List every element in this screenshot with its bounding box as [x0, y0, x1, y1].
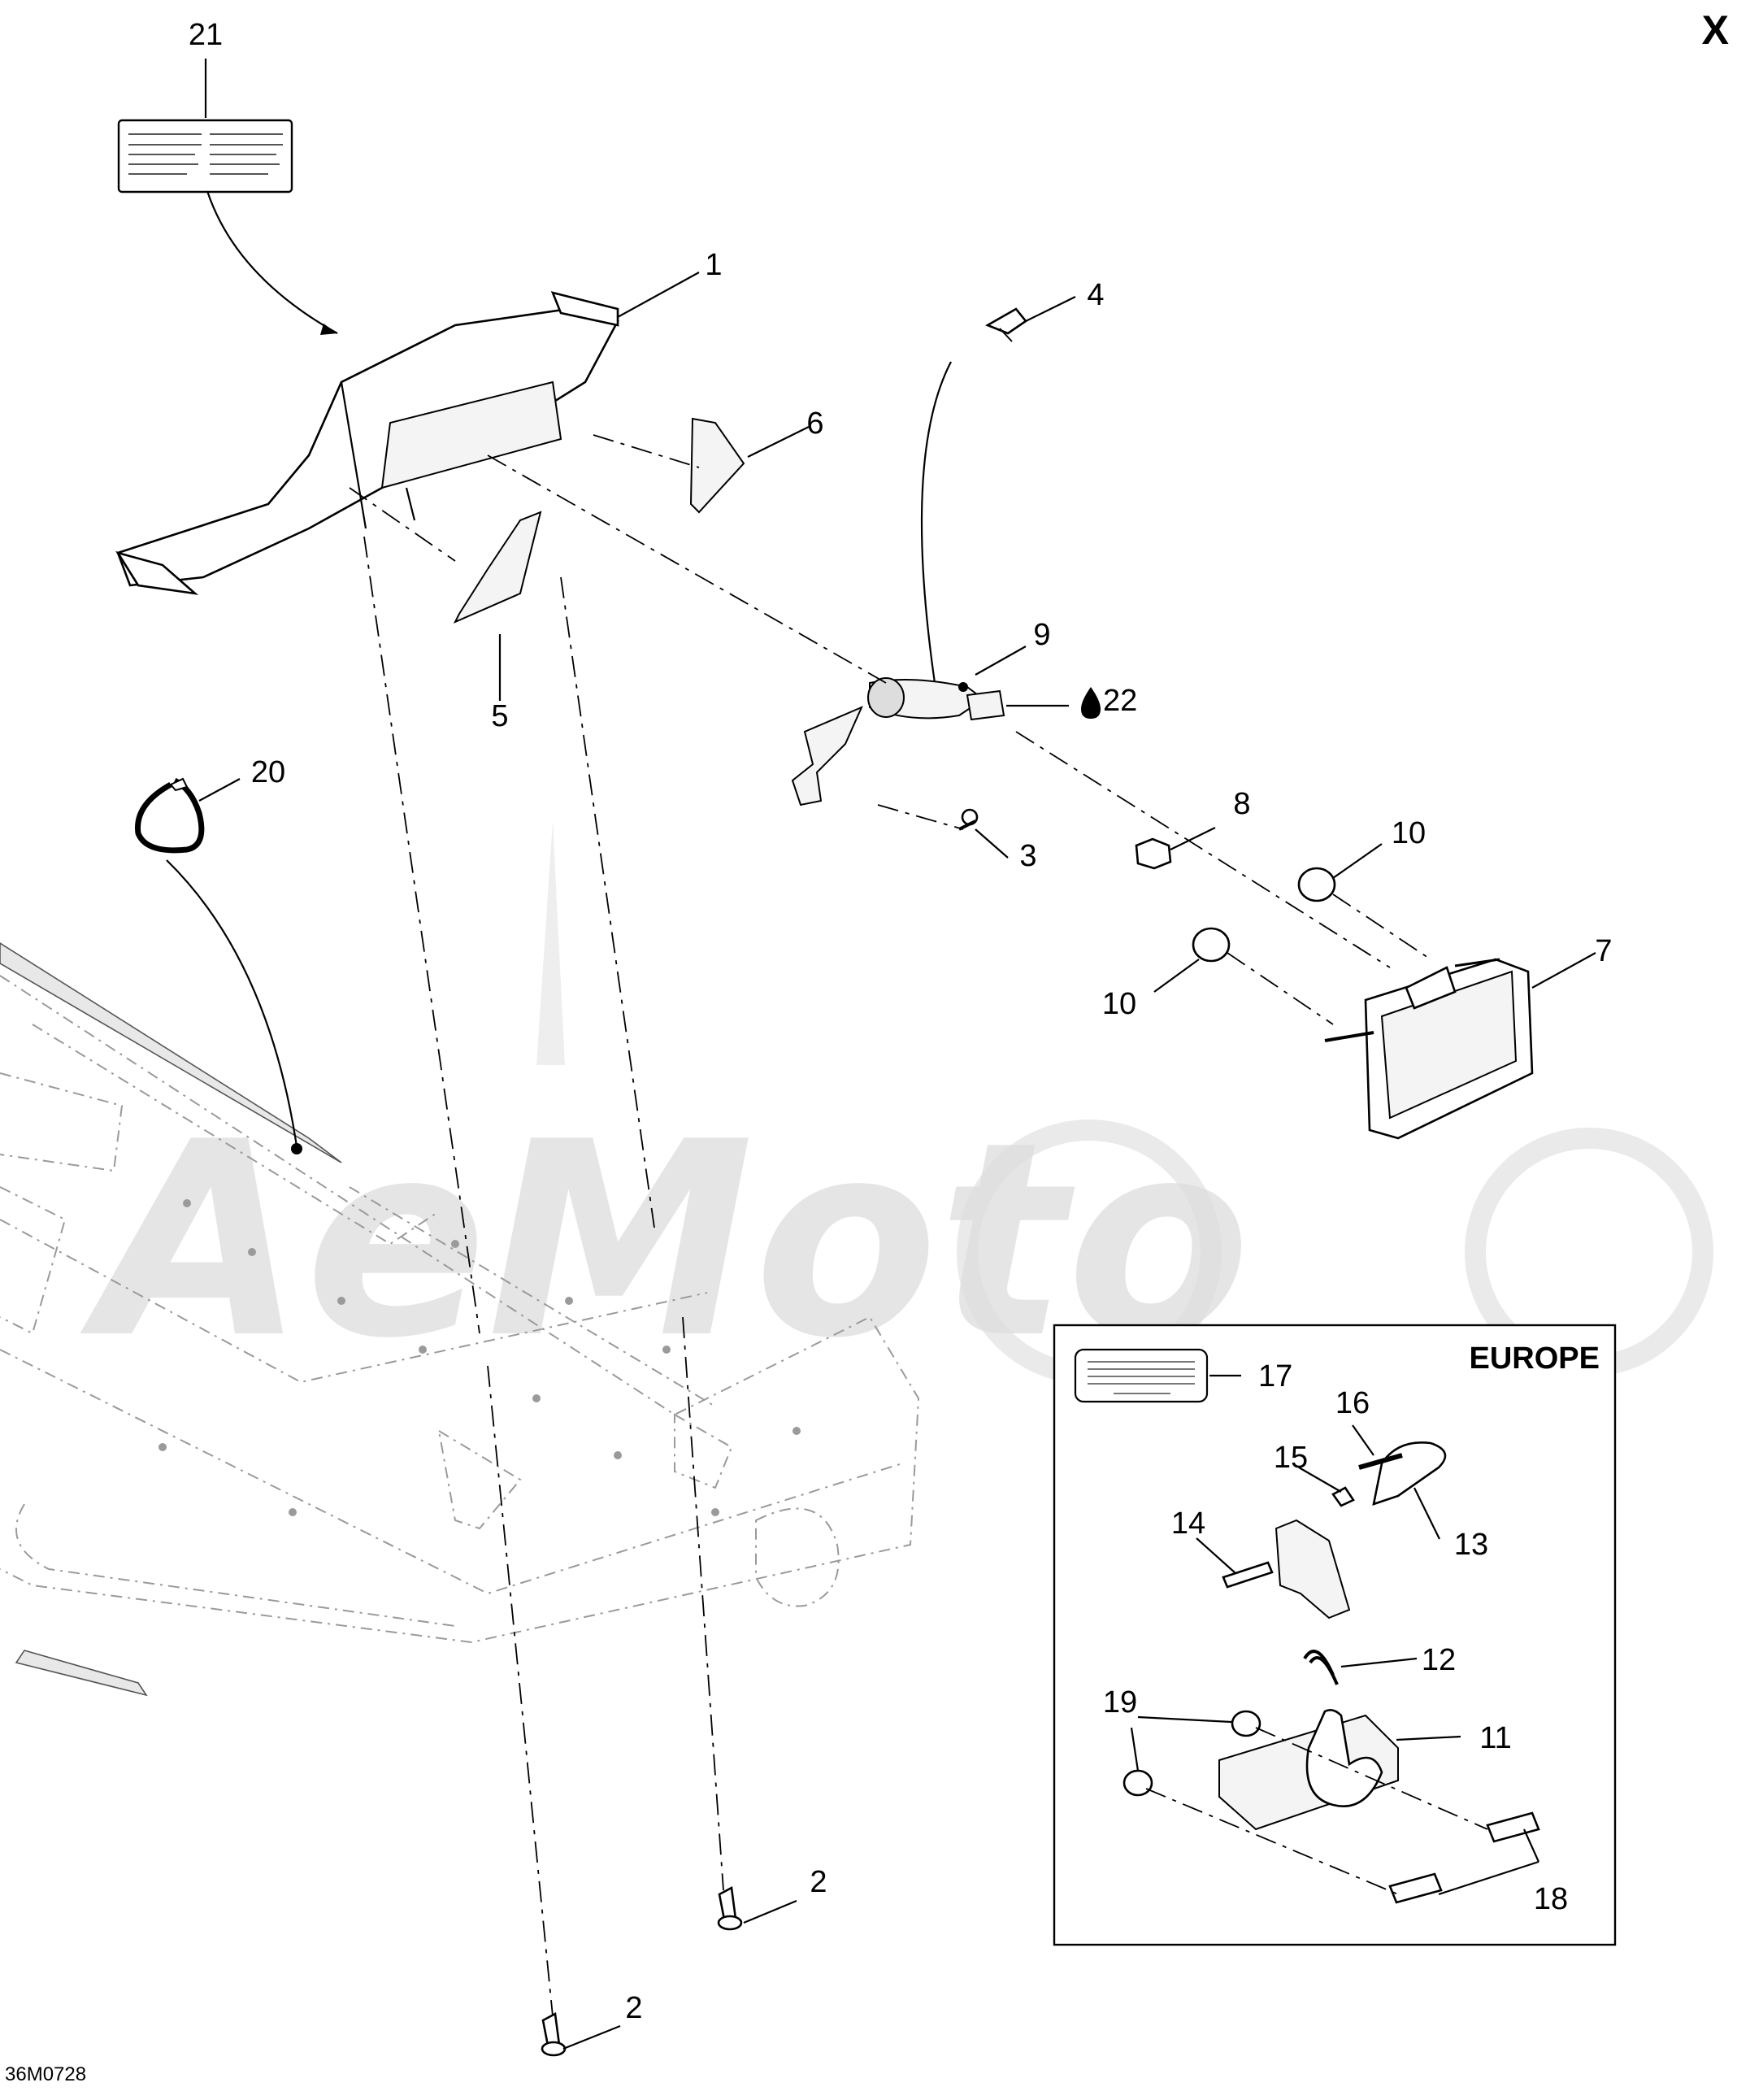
part-2-screw-lower [541, 2011, 567, 2057]
part-1-cover [115, 291, 619, 595]
part-14-bolt [1222, 1561, 1274, 1589]
callout-15: 15 [1274, 1441, 1308, 1475]
part-8-bulb [1135, 837, 1172, 870]
part-17-decal [1074, 1348, 1209, 1403]
callout-21: 21 [189, 18, 223, 52]
callout-17: 17 [1258, 1359, 1292, 1393]
callout-14: 14 [1171, 1507, 1205, 1541]
oil-drop-icon [1081, 687, 1101, 719]
callout-10-upper: 10 [1392, 816, 1426, 850]
watermark-spire [536, 821, 565, 1065]
callout-18: 18 [1534, 1882, 1568, 1916]
part-18-bolt-lower [1388, 1872, 1443, 1904]
chassis-frame [0, 942, 920, 1697]
part-9-harness [791, 361, 1005, 807]
part-2-screw-upper [717, 1885, 743, 1931]
part-21-warning-decal [117, 119, 293, 193]
part-5-deflector [453, 511, 542, 624]
part-3-screw [958, 808, 979, 831]
callout-16: 16 [1335, 1386, 1370, 1420]
callout-labels: 21 1 4 6 5 9 22 20 8 3 10 10 7 2 2 [189, 18, 1613, 2025]
callout-1: 1 [705, 248, 722, 282]
callout-4: 4 [1087, 278, 1104, 312]
callout-13: 13 [1454, 1528, 1488, 1562]
callout-2-upper: 2 [810, 1865, 827, 1899]
callout-10-lower: 10 [1102, 987, 1136, 1021]
callout-12: 12 [1422, 1643, 1456, 1677]
part-19-bushing-lower [1123, 1769, 1153, 1797]
callout-19: 19 [1103, 1685, 1137, 1720]
callout-9: 9 [1033, 618, 1050, 652]
callout-leaders [166, 59, 1596, 2050]
part-6-deflector [689, 417, 745, 514]
part-7-tail-light [1324, 958, 1534, 1140]
callout-6: 6 [806, 407, 823, 441]
part-hitch-bracket [1275, 1519, 1351, 1620]
part-16-spring-pin [1358, 1453, 1403, 1470]
frame-rail-hatched [0, 942, 342, 1163]
callout-3: 3 [1019, 839, 1036, 873]
europe-inset: EUROPE [1053, 1324, 1617, 1946]
drawing-id: 36M0728 [5, 2063, 87, 2085]
part-10-grommet-upper [1297, 867, 1336, 902]
part-15-nut [1331, 1486, 1355, 1507]
part-20-tie-strap [135, 777, 205, 854]
callout-20: 20 [251, 755, 285, 789]
section-mark: X [1701, 7, 1729, 53]
frame-runner-hatched [15, 1650, 148, 1697]
part-10-grommet-lower [1192, 927, 1231, 963]
callout-11: 11 [1479, 1721, 1511, 1755]
callout-8: 8 [1233, 787, 1250, 821]
inset-title: EUROPE [1470, 1341, 1600, 1376]
callout-2-lower: 2 [625, 1991, 642, 2025]
callout-22: 22 [1103, 684, 1137, 718]
callout-5: 5 [491, 699, 508, 733]
explosion-lines [349, 434, 1431, 2017]
callout-7: 7 [1595, 934, 1612, 968]
part-18-bolt-upper [1486, 1811, 1540, 1843]
part-12-cotter-pin [1303, 1650, 1339, 1685]
part-4-clip [985, 307, 1027, 342]
part-19-bushing-upper [1231, 1710, 1261, 1737]
